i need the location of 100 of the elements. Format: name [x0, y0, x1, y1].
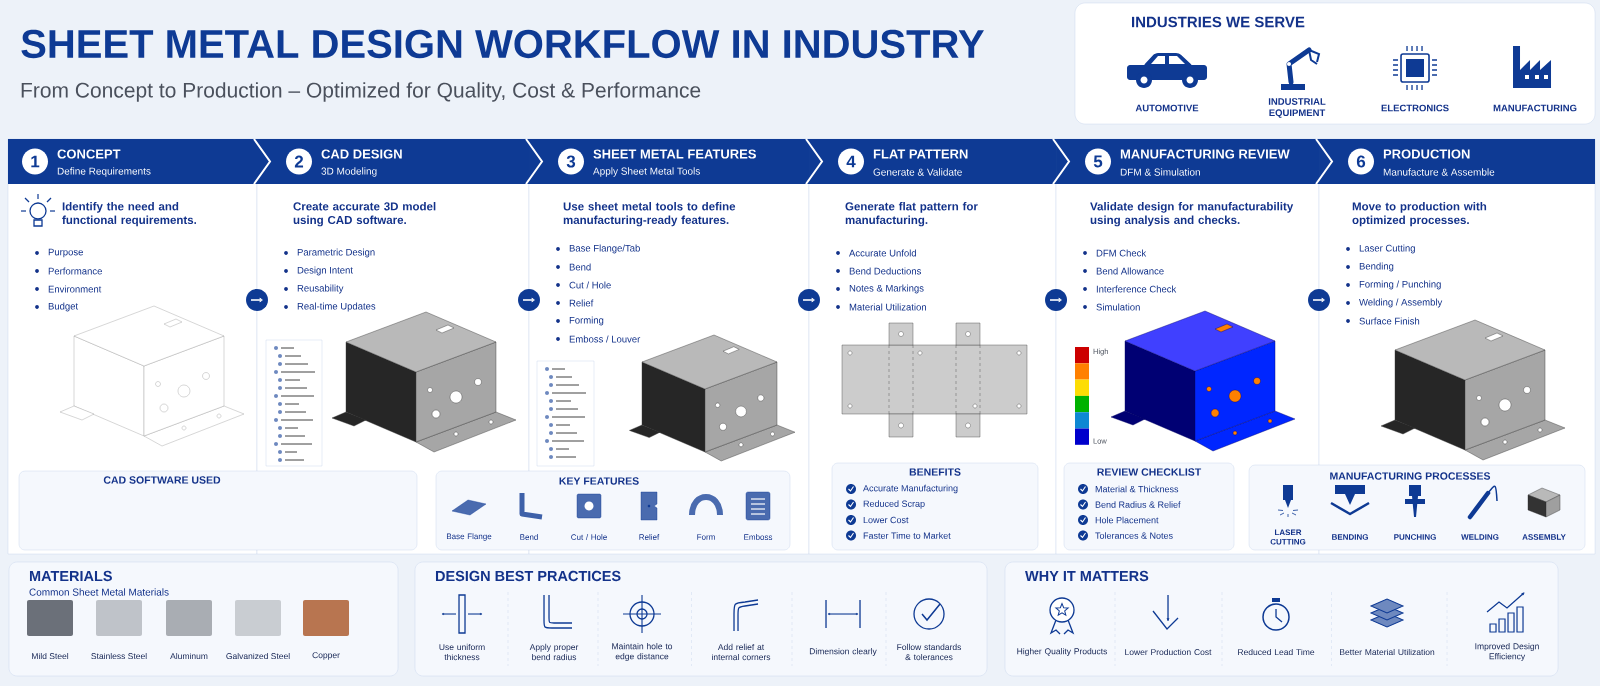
icon-caption: LASER CUTTING [1270, 529, 1306, 545]
icon-caption: Lower Production Cost [1125, 648, 1212, 656]
bullet-item: Simulation [1083, 303, 1140, 311]
step-number: 2 [286, 148, 312, 175]
bullet-item: Bend Deductions [836, 267, 921, 275]
panel-heading: MATERIALS [30, 570, 112, 582]
arrow-button [246, 289, 268, 311]
box-heading: REVIEW CHECKLIST [1097, 468, 1202, 476]
icon-caption: Follow standards & tolerances [897, 643, 962, 661]
bullet-item: Parametric Design [284, 248, 375, 258]
swatch-label: Galvanized Steel [226, 652, 290, 660]
industry-label: INDUSTRIAL EQUIPMENT [1268, 98, 1326, 118]
checklist-item: Accurate Manufacturing [863, 484, 958, 494]
box-heading: BENEFITS [909, 468, 961, 476]
step-subtitle: Apply Sheet Metal Tools [593, 167, 700, 177]
checklist-item: Material & Thickness [1095, 485, 1179, 493]
step-subtitle: 3D Modeling [321, 167, 377, 177]
bullet-item: Purpose [35, 248, 83, 258]
icon-caption: Cut / Hole [571, 534, 607, 540]
checklist-item: Faster Time to Market [863, 532, 951, 539]
arrow-button [518, 289, 540, 311]
bullet-item: Environment [35, 285, 102, 293]
icon-caption: Apply proper bend radius [529, 643, 579, 661]
checklist-item: Hole Placement [1095, 516, 1159, 524]
step-subtitle: Define Requirements [57, 167, 151, 177]
icon-caption: Form [697, 534, 715, 540]
icon-caption: PUNCHING [1394, 534, 1436, 540]
step-title: FLAT PATTERN [873, 149, 968, 159]
icon-caption: Emboss [744, 534, 773, 540]
icon-caption: Dimension clearly [809, 648, 877, 656]
bullet-item: Laser Cutting [1346, 244, 1415, 254]
bullet-item: Material Utilization [836, 303, 926, 311]
icon-caption: Reduced Lead Time [1238, 648, 1315, 656]
step-title: PRODUCTION [1383, 149, 1470, 159]
swatch-label: Stainless Steel [91, 652, 147, 660]
icon-caption: Use uniform thickness [439, 643, 485, 661]
step-title: SHEET METAL FEATURES [593, 149, 756, 159]
icon-caption: BENDING [1332, 534, 1368, 540]
icon-caption: Higher Quality Products [1017, 648, 1108, 656]
description-text: Create accurate 3D model using CAD software. [293, 202, 436, 227]
bullet-item: Surface Finish [1346, 317, 1420, 325]
bullet-item: DFM Check [1083, 249, 1147, 257]
box-heading: CAD SOFTWARE USED [103, 476, 221, 484]
bullet-item: Reusability [284, 284, 344, 294]
bullet-item: Interference Check [1083, 285, 1177, 293]
step-subtitle: Manufacture & Assemble [1383, 168, 1495, 176]
bullet-item: Real-time Updates [284, 302, 376, 312]
step-number: 6 [1348, 148, 1374, 175]
bullet-item: Bend Allowance [1083, 267, 1164, 275]
bullet-item: Base Flange/Tab [556, 244, 640, 254]
description-text: Identify the need and functional requirements. [62, 202, 197, 227]
checklist-item: Lower Cost [863, 516, 909, 524]
bullet-item: Forming [556, 316, 604, 326]
title: SHEET METAL DESIGN WORKFLOW IN INDUSTRY [21, 29, 984, 59]
industry-label: AUTOMOTIVE [1135, 104, 1199, 112]
icon-caption: Relief [639, 534, 660, 540]
arrow-button [798, 289, 820, 311]
icon-caption: WELDING [1461, 534, 1499, 540]
swatch-label: Aluminum [170, 652, 208, 660]
icon-caption: ASSEMBLY [1522, 534, 1566, 540]
step-subtitle: DFM & Simulation [1120, 168, 1200, 176]
description-text: Move to production with optimized processes. [1352, 202, 1487, 227]
subtitle: From Concept to Production – Optimized for Quality, Cost & Performance [21, 82, 701, 102]
icon-caption: Base Flange [447, 533, 492, 541]
icon-caption: Add relief at internal corners [712, 643, 771, 661]
step-title: MANUFACTURING REVIEW [1120, 149, 1290, 159]
arrow-button [1308, 289, 1330, 311]
panel-heading: WHY IT MATTERS [1025, 570, 1149, 582]
description-text: Generate flat pattern for manufacturing. [845, 202, 978, 227]
panel-heading: INDUSTRIES WE SERVE [1132, 16, 1305, 28]
checklist-item: Tolerances & Notes [1095, 532, 1173, 539]
description-text: Use sheet metal tools to define manufacturing-ready features. [563, 202, 736, 227]
arrow-button [1045, 289, 1067, 311]
box-heading: KEY FEATURES [559, 477, 639, 485]
step-number: 1 [22, 148, 48, 175]
step-number: 5 [1085, 148, 1111, 175]
panel-heading: DESIGN BEST PRACTICES [436, 570, 621, 582]
bullet-item: Budget [35, 302, 79, 312]
swatch-label: Mild Steel [32, 652, 69, 660]
bullet-item: Accurate Unfold [836, 249, 916, 257]
icon-caption: Bend [520, 534, 538, 540]
swatch-label: Copper [312, 652, 340, 660]
bullet-item: Notes & Markings [836, 284, 924, 294]
icon-caption: Better Material Utilization [1340, 648, 1435, 656]
icon-caption: Improved Design Efficiency [1475, 643, 1539, 661]
industry-label: ELECTRONICS [1381, 104, 1449, 112]
checklist-item: Bend Radius & Relief [1095, 501, 1181, 508]
bullet-item: Bending [1346, 262, 1394, 272]
bullet-item: Forming / Punching [1346, 280, 1441, 290]
bullet-item: Cut / Hole [556, 281, 611, 289]
industry-label: MANUFACTURING [1493, 104, 1577, 112]
panel-subheading: Common Sheet Metal Materials [29, 588, 169, 596]
step-subtitle: Generate & Validate [873, 168, 962, 176]
bullet-item: Relief [556, 299, 594, 307]
bullet-item: Performance [35, 267, 102, 275]
step-number: 4 [838, 148, 864, 175]
step-title: CAD DESIGN [321, 149, 402, 159]
box-heading: MANUFACTURING PROCESSES [1330, 472, 1491, 480]
bullet-item: Emboss / Louver [556, 335, 641, 343]
description-text: Validate design for manufacturability using analysis and checks. [1090, 202, 1294, 227]
